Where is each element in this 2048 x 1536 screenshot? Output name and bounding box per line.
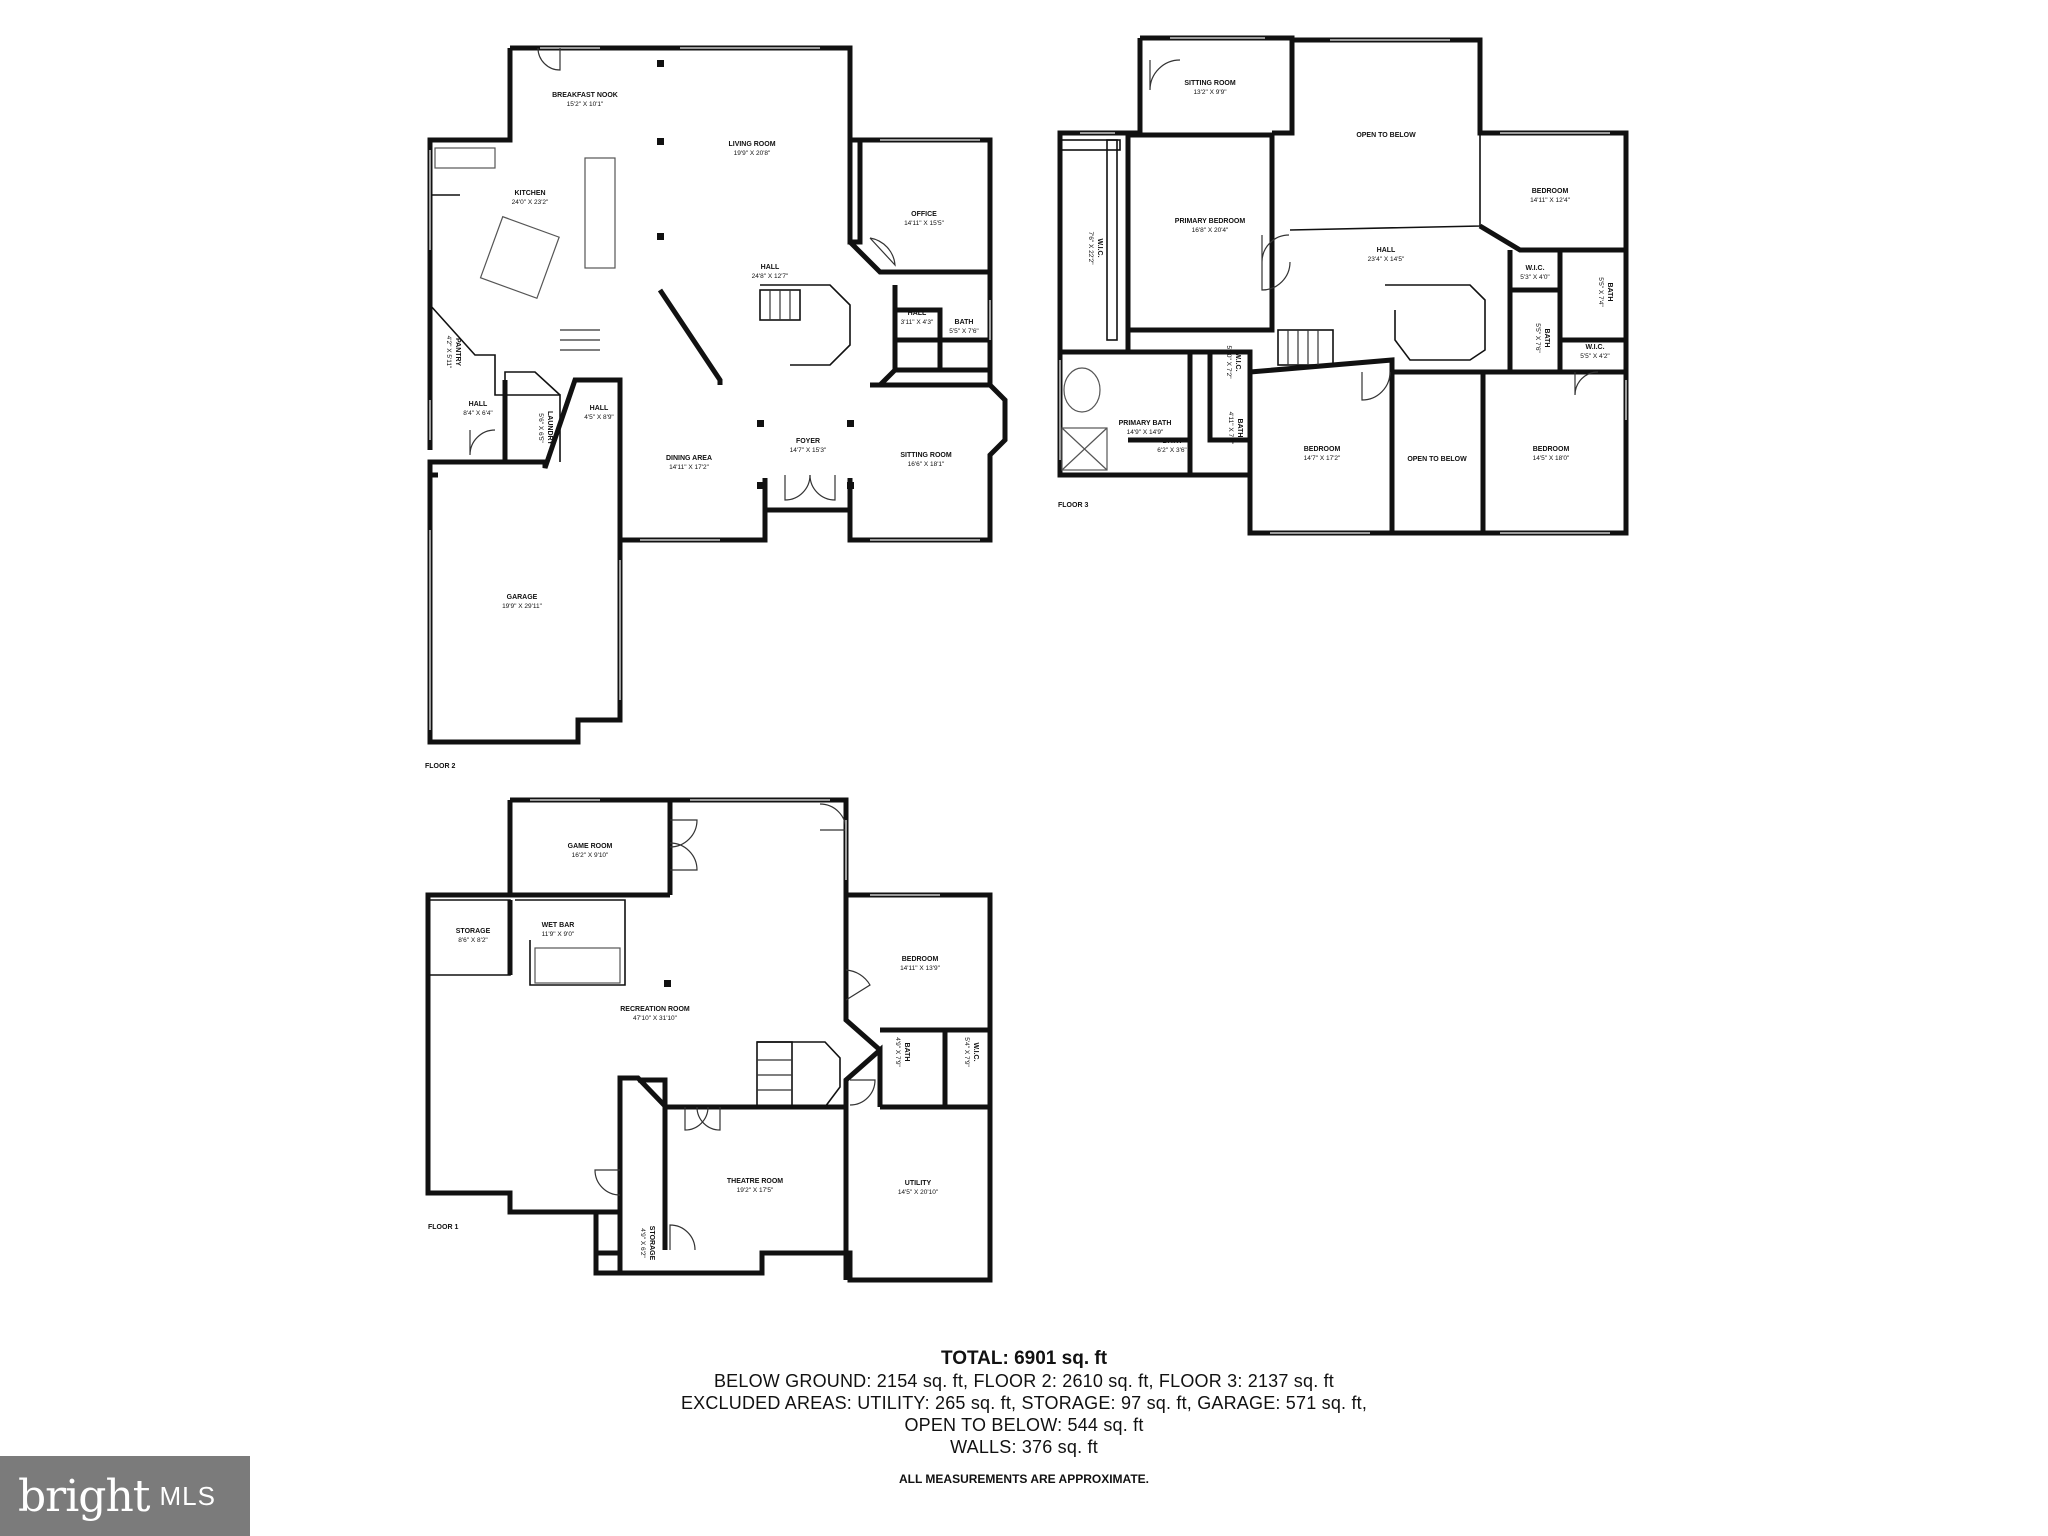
room-dims: 14'7" X 15'3": [790, 447, 827, 454]
room-name: GAME ROOM: [568, 843, 613, 850]
room-dims: 4'2" X 5'11": [445, 336, 452, 369]
room-name: BEDROOM: [1304, 446, 1341, 453]
room-name: FOYER: [796, 438, 820, 445]
room-name: PANTRY: [454, 338, 461, 366]
room-name: HALL: [1377, 247, 1396, 254]
room-dims: 15'2" X 10'1": [567, 101, 604, 108]
bright-mls-logo: bright MLS: [0, 1456, 250, 1536]
room-dims: 5'6" X 6'5": [537, 413, 544, 443]
room-name: BEDROOM: [902, 956, 939, 963]
room-dims: 5'5" X 7'4": [1597, 277, 1604, 307]
floor-label: FLOOR 3: [1058, 502, 1088, 509]
room-dims: 11'9" X 9'0": [542, 931, 575, 938]
room-name: BATH: [1236, 419, 1243, 438]
room-name: BATH: [1606, 283, 1613, 302]
room-dims: 23'4" X 14'5": [1368, 256, 1405, 263]
room-name: OFFICE: [911, 211, 937, 218]
room-dims: 7'6" X 22'2": [1087, 231, 1094, 265]
floor-label: FLOOR 1: [428, 1224, 458, 1231]
room-name: GARAGE: [507, 594, 538, 601]
room-name: KITCHEN: [514, 190, 545, 197]
room-name: THEATRE ROOM: [727, 1178, 783, 1185]
room-name: BEDROOM: [1532, 188, 1569, 195]
room-name: W.I.C.: [1234, 352, 1241, 371]
room-dims: 19'2" X 17'5": [737, 1187, 774, 1194]
measurement-note: ALL MEASUREMENTS ARE APPROXIMATE.: [898, 1472, 1149, 1486]
room-dims: 16'2" X 9'10": [572, 852, 609, 859]
room-dims: 4'11" X 7'0": [1227, 412, 1234, 445]
room-dims: 5'10" X 7'2": [1225, 345, 1232, 379]
room-name: W.I.C.: [1585, 344, 1604, 351]
excluded-areas: EXCLUDED AREAS: UTILITY: 265 sq. ft, STO…: [680, 1393, 1368, 1413]
area-breakdown: BELOW GROUND: 2154 sq. ft, FLOOR 2: 2610…: [713, 1371, 1335, 1391]
room-name: HALL: [469, 401, 488, 408]
room-name: DINING AREA: [666, 455, 712, 462]
room-dims: 4'9" X 6'2": [639, 1228, 646, 1258]
room-name: LIVING ROOM: [728, 141, 775, 148]
room-name: HALL: [590, 405, 609, 412]
room-name: BATH: [1163, 438, 1182, 445]
room-name: STORAGE: [456, 928, 491, 935]
room-dims: 5'4" X 7'9": [963, 1037, 970, 1067]
room-dims: 16'6" X 18'1": [908, 461, 945, 468]
room-name: BREAKFAST NOOK: [552, 92, 618, 99]
room-dims: 24'8" X 12'7": [752, 273, 789, 280]
room-dims: 14'5" X 20'10": [898, 1189, 939, 1196]
floor-3-plan: FLOOR 3 SITTING ROOM 13'2" X 9'9" OPEN T…: [1057, 35, 1629, 536]
room-name: W.I.C.: [1096, 238, 1103, 257]
room-name: BEDROOM: [1533, 446, 1570, 453]
room-name: OPEN TO BELOW: [1356, 132, 1416, 139]
floor-2-plan: FLOOR 2 BREAKFAST NOOK 15'2" X 10'1" KIT…: [425, 45, 1008, 770]
room-dims: 14'11" X 17'2": [669, 464, 710, 471]
room-dims: 19'9" X 29'11": [502, 603, 543, 610]
room-name: W.I.C.: [972, 1042, 979, 1061]
room-dims: 14'11" X 12'4": [1530, 197, 1571, 204]
room-dims: 4'9" X 7'9": [894, 1037, 901, 1067]
logo-suffix: MLS: [159, 1480, 216, 1511]
room-dims: 5'5" X 4'2": [1580, 353, 1610, 360]
logo-wordmark: bright: [18, 1470, 150, 1522]
floor-label: FLOOR 2: [425, 763, 455, 770]
room-name: PRIMARY BEDROOM: [1175, 218, 1246, 225]
room-name: LAUNDRY: [546, 411, 553, 445]
room-name: SITTING ROOM: [1184, 80, 1236, 87]
room-name: BATH: [955, 319, 974, 326]
room-dims: 5'5" X 7'6": [949, 328, 979, 335]
room-name: HALL: [908, 310, 927, 317]
room-name: BATH: [903, 1043, 910, 1062]
walls-area: WALLS: 376 sq. ft: [950, 1437, 1098, 1457]
room-dims: 14'9" X 14'9": [1127, 429, 1164, 436]
area-summary: TOTAL: 6901 sq. ft BELOW GROUND: 2154 sq…: [524, 1348, 1524, 1486]
room-dims: 5'5" X 7'6": [1534, 323, 1541, 353]
room-name: SITTING ROOM: [900, 452, 952, 459]
room-dims: 47'10" X 31'10": [633, 1015, 678, 1022]
room-dims: 14'11" X 13'9": [900, 965, 941, 972]
room-dims: 24'0" X 23'2": [512, 199, 549, 206]
room-dims: 4'5" X 8'9": [584, 414, 614, 421]
room-dims: 16'8" X 20'4": [1192, 227, 1229, 234]
room-dims: 13'2" X 9'9": [1193, 89, 1227, 96]
room-name: W.I.C.: [1525, 265, 1544, 272]
room-dims: 14'5" X 18'0": [1533, 455, 1570, 462]
room-dims: 6'2" X 3'6": [1157, 447, 1187, 454]
room-name: STORAGE: [648, 1226, 655, 1261]
room-dims: 19'9" X 20'8": [734, 150, 771, 157]
room-dims: 5'3" X 4'0": [1520, 274, 1550, 281]
total-area: TOTAL: 6901 sq. ft: [940, 1348, 1108, 1369]
room-name: OPEN TO BELOW: [1407, 456, 1467, 463]
room-dims: 8'4" X 6'4": [463, 410, 493, 417]
room-dims: 8'6" X 8'2": [458, 937, 488, 944]
room-name: RECREATION ROOM: [620, 1006, 690, 1013]
room-name: WET BAR: [542, 922, 575, 929]
room-name: UTILITY: [905, 1180, 932, 1187]
room-name: BATH: [1543, 329, 1550, 348]
room-dims: 3'11" X 4'3": [901, 319, 934, 326]
room-dims: 14'7" X 17'2": [1304, 455, 1341, 462]
room-name: PRIMARY BATH: [1119, 420, 1172, 427]
open-to-below-area: OPEN TO BELOW: 544 sq. ft: [904, 1415, 1144, 1435]
room-dims: 14'11" X 15'5": [904, 220, 945, 227]
floor-1-plan: FLOOR 1 GAME ROOM 16'2" X 9'10" STORAGE …: [425, 797, 993, 1283]
room-name: HALL: [761, 264, 780, 271]
